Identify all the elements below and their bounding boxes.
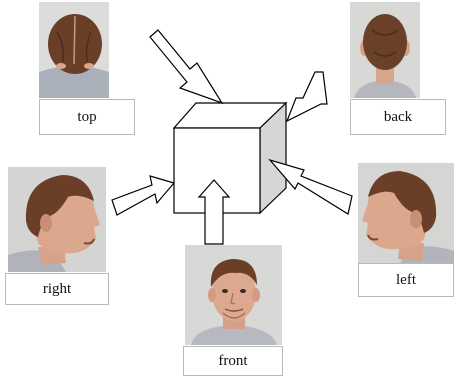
top-label: top [39, 99, 135, 135]
head-back-view-icon [350, 2, 420, 98]
head-top-view-icon [39, 2, 109, 98]
head-front-view-icon [185, 245, 282, 345]
right-label: right [5, 273, 109, 305]
arrow-from-back [287, 72, 327, 121]
back-view-photo [350, 2, 420, 98]
right-view-photo [8, 167, 106, 272]
arrow-from-top [150, 30, 222, 103]
head-right-profile-icon [8, 167, 106, 272]
back-label: back [350, 99, 446, 135]
left-label: left [358, 263, 454, 297]
center-cube [174, 103, 286, 213]
top-view-photo [39, 2, 109, 98]
front-label: front [183, 346, 283, 376]
head-left-profile-icon [358, 163, 454, 267]
left-view-photo [358, 163, 454, 267]
arrow-from-right [112, 176, 174, 215]
front-view-photo [185, 245, 282, 345]
